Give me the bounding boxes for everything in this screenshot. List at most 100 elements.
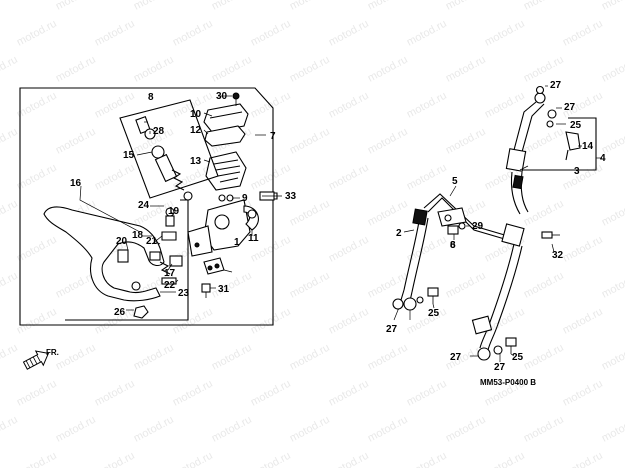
callout-6: 6 bbox=[450, 240, 456, 251]
watermark-text: motod.ru bbox=[15, 306, 59, 337]
callout-4: 4 bbox=[600, 153, 606, 164]
watermark-text: motod.ru bbox=[327, 306, 371, 337]
watermark-text: motod.ru bbox=[600, 126, 625, 157]
callout-22: 22 bbox=[164, 280, 176, 291]
watermark-text: motod.ru bbox=[405, 378, 449, 409]
watermark-text: motod.ru bbox=[288, 0, 332, 13]
watermark-text: motod.ru bbox=[366, 342, 410, 373]
callout-3: 3 bbox=[574, 166, 580, 177]
watermark-text: motod.ru bbox=[600, 270, 625, 301]
lever-spring bbox=[117, 249, 171, 275]
watermark-text: motod.ru bbox=[444, 414, 488, 445]
master-cylinder-assembly-frame bbox=[19, 87, 274, 326]
brake-light-switch bbox=[203, 257, 225, 275]
front-brake-hose-lower bbox=[471, 243, 523, 351]
watermark-text: motod.ru bbox=[93, 450, 137, 468]
watermark-text: motod.ru bbox=[405, 450, 449, 468]
callout-30: 30 bbox=[216, 91, 228, 102]
callout-25c: 25 bbox=[512, 352, 524, 363]
watermark-text: motod.ru bbox=[561, 378, 605, 409]
watermark-text: motod.ru bbox=[483, 450, 527, 468]
watermark-text: motod.ru bbox=[483, 18, 527, 49]
watermark-text: motod.ru bbox=[327, 378, 371, 409]
watermark-text: motod.ru bbox=[522, 342, 566, 373]
adjuster-knob bbox=[161, 255, 183, 285]
watermark-text: motod.ru bbox=[132, 54, 176, 85]
callout-27c: 27 bbox=[386, 324, 398, 335]
watermark-text: motod.ru bbox=[327, 234, 371, 265]
front-brake-hose-upper bbox=[505, 92, 546, 215]
watermark-text: motod.ru bbox=[0, 54, 20, 85]
callout-25b: 25 bbox=[428, 308, 440, 319]
watermark-text: motod.ru bbox=[444, 0, 488, 13]
watermark-text: motod.ru bbox=[54, 342, 98, 373]
callout-27d: 27 bbox=[450, 352, 462, 363]
watermark-text: motod.ru bbox=[210, 270, 254, 301]
front-direction-indicator: FR. bbox=[22, 348, 59, 370]
watermark-text: motod.ru bbox=[561, 18, 605, 49]
watermark-text: motod.ru bbox=[444, 270, 488, 301]
watermark-text: motod.ru bbox=[561, 450, 605, 468]
watermark-text: motod.ru bbox=[132, 414, 176, 445]
watermark-text: motod.ru bbox=[366, 270, 410, 301]
reservoir-cap bbox=[203, 103, 249, 147]
watermark-text: motod.ru bbox=[93, 18, 137, 49]
piston-kit bbox=[119, 99, 219, 201]
master-cylinder-body bbox=[187, 199, 259, 257]
watermark-text: motod.ru bbox=[210, 54, 254, 85]
callout-9: 9 bbox=[242, 193, 248, 204]
callout-17: 17 bbox=[164, 268, 176, 279]
watermark-text: motod.ru bbox=[171, 306, 215, 337]
callout-5: 5 bbox=[452, 176, 458, 187]
callout-19: 19 bbox=[168, 206, 180, 217]
watermark-text: motod.ru bbox=[327, 90, 371, 121]
bolt-9 bbox=[218, 194, 234, 202]
watermark-text: motod.ru bbox=[405, 234, 449, 265]
watermark-text: motod.ru bbox=[0, 342, 20, 373]
callout-7: 7 bbox=[270, 131, 276, 142]
watermark-text: motod.ru bbox=[522, 270, 566, 301]
watermark-text: motod.ru bbox=[483, 90, 527, 121]
watermark-text: motod.ru bbox=[249, 162, 293, 193]
watermark-text: motod.ru bbox=[210, 0, 254, 13]
watermark-text: motod.ru bbox=[600, 0, 625, 13]
watermark-text: motod.ru bbox=[366, 0, 410, 13]
watermark-text: motod.ru bbox=[405, 90, 449, 121]
callout-27a: 27 bbox=[550, 80, 562, 91]
callout-25a: 25 bbox=[570, 120, 582, 131]
watermark-text: motod.ru bbox=[600, 54, 625, 85]
watermark-text: motod.ru bbox=[288, 198, 332, 229]
watermark-text: motod.ru bbox=[327, 162, 371, 193]
lever-subframe bbox=[65, 199, 189, 321]
watermark-text: motod.ru bbox=[561, 234, 605, 265]
reservoir-diaphragm bbox=[205, 151, 247, 191]
callout-33: 33 bbox=[285, 191, 297, 202]
callout-24: 24 bbox=[138, 200, 150, 211]
watermark-text: motod.ru bbox=[15, 162, 59, 193]
callout-12: 12 bbox=[190, 125, 202, 136]
hose-callout-bracket bbox=[520, 117, 597, 171]
callout-2: 2 bbox=[396, 228, 402, 239]
watermark-text: motod.ru bbox=[366, 414, 410, 445]
callout-23: 23 bbox=[178, 288, 190, 299]
diagram-code: MM53-P0400 B bbox=[480, 378, 536, 387]
watermark-text: motod.ru bbox=[366, 126, 410, 157]
watermark-text: motod.ru bbox=[249, 306, 293, 337]
cap-screw bbox=[232, 92, 240, 106]
callout-32: 32 bbox=[552, 250, 564, 261]
joint-bolt bbox=[458, 222, 466, 230]
callout-16: 16 bbox=[70, 178, 82, 189]
watermark-text: motod.ru bbox=[249, 378, 293, 409]
callout-20: 20 bbox=[116, 236, 128, 247]
watermark-text: motod.ru bbox=[522, 0, 566, 13]
watermark-text: motod.ru bbox=[54, 54, 98, 85]
fr-label: FR. bbox=[46, 348, 59, 357]
watermark-text: motod.ru bbox=[600, 342, 625, 373]
callout-27b: 27 bbox=[564, 102, 576, 113]
watermark-text: motod.ru bbox=[132, 342, 176, 373]
switch-screw bbox=[201, 283, 211, 298]
watermark-text: motod.ru bbox=[93, 90, 137, 121]
callout-numbers: 1 2 3 4 5 6 7 8 8 9 10 11 12 13 14 15 16… bbox=[70, 80, 606, 373]
callout-21: 21 bbox=[146, 236, 158, 247]
callout-11: 11 bbox=[248, 233, 259, 244]
